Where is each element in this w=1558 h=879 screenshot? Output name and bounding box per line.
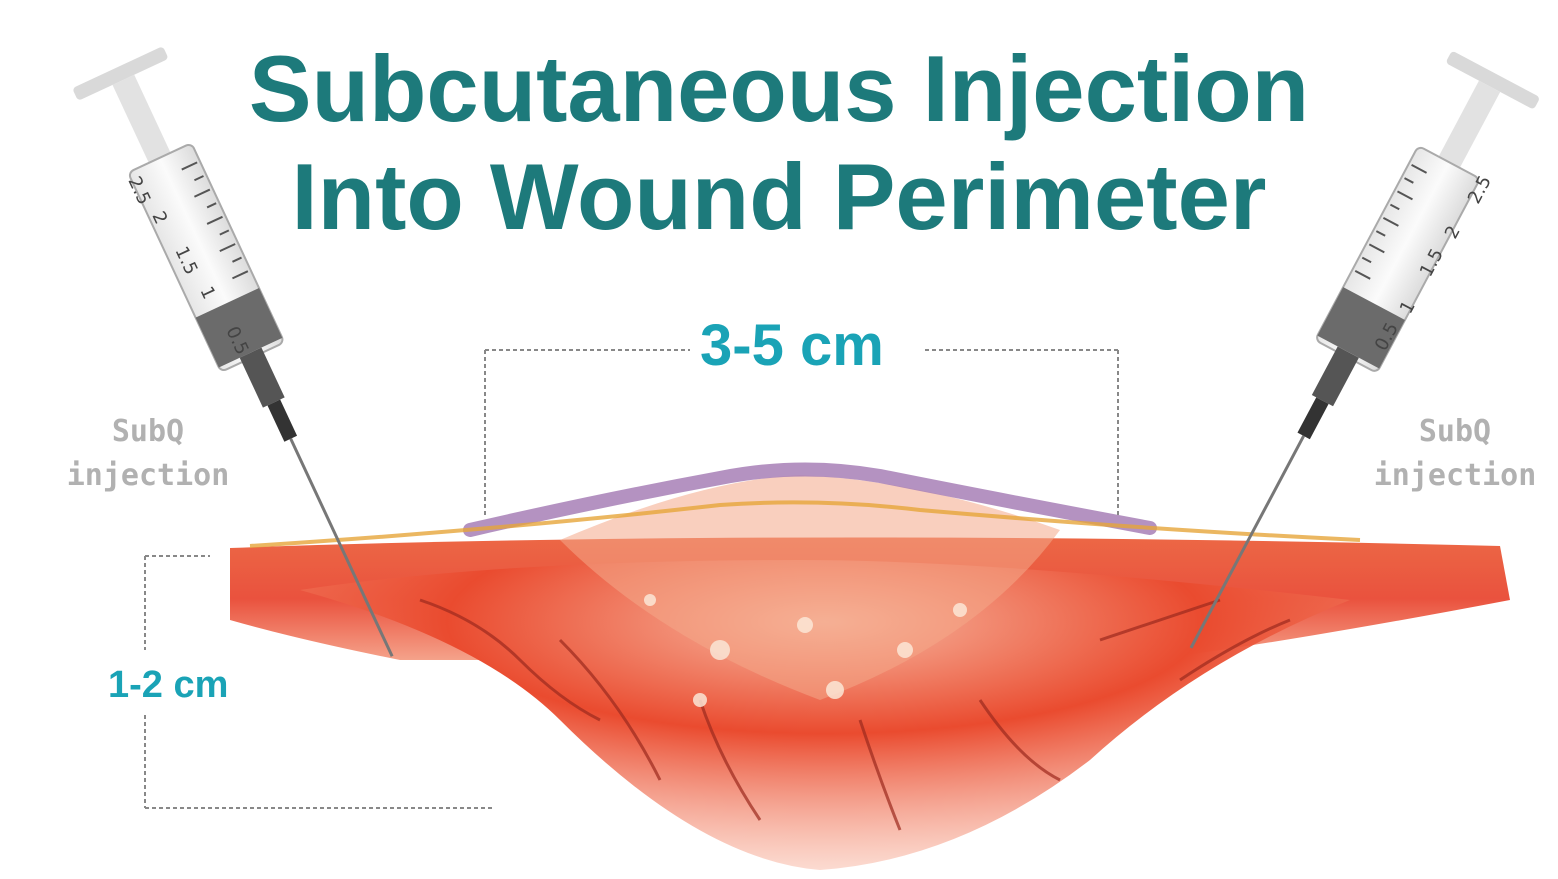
left-subq-label-line1: SubQ (58, 410, 238, 454)
left-subq-label-line2: injection (58, 454, 238, 498)
right-subq-label: SubQ injection (1365, 410, 1545, 497)
title-line-1: Subcutaneous Injection (0, 42, 1558, 136)
left-subq-label: SubQ injection (58, 410, 238, 497)
wound-width-label: 3-5 cm (700, 312, 884, 379)
right-subq-label-line1: SubQ (1365, 410, 1545, 454)
perimeter-depth-label: 1-2 cm (108, 664, 228, 707)
title-line-2: Into Wound Perimeter (0, 150, 1558, 244)
right-subq-label-line2: injection (1365, 454, 1545, 498)
